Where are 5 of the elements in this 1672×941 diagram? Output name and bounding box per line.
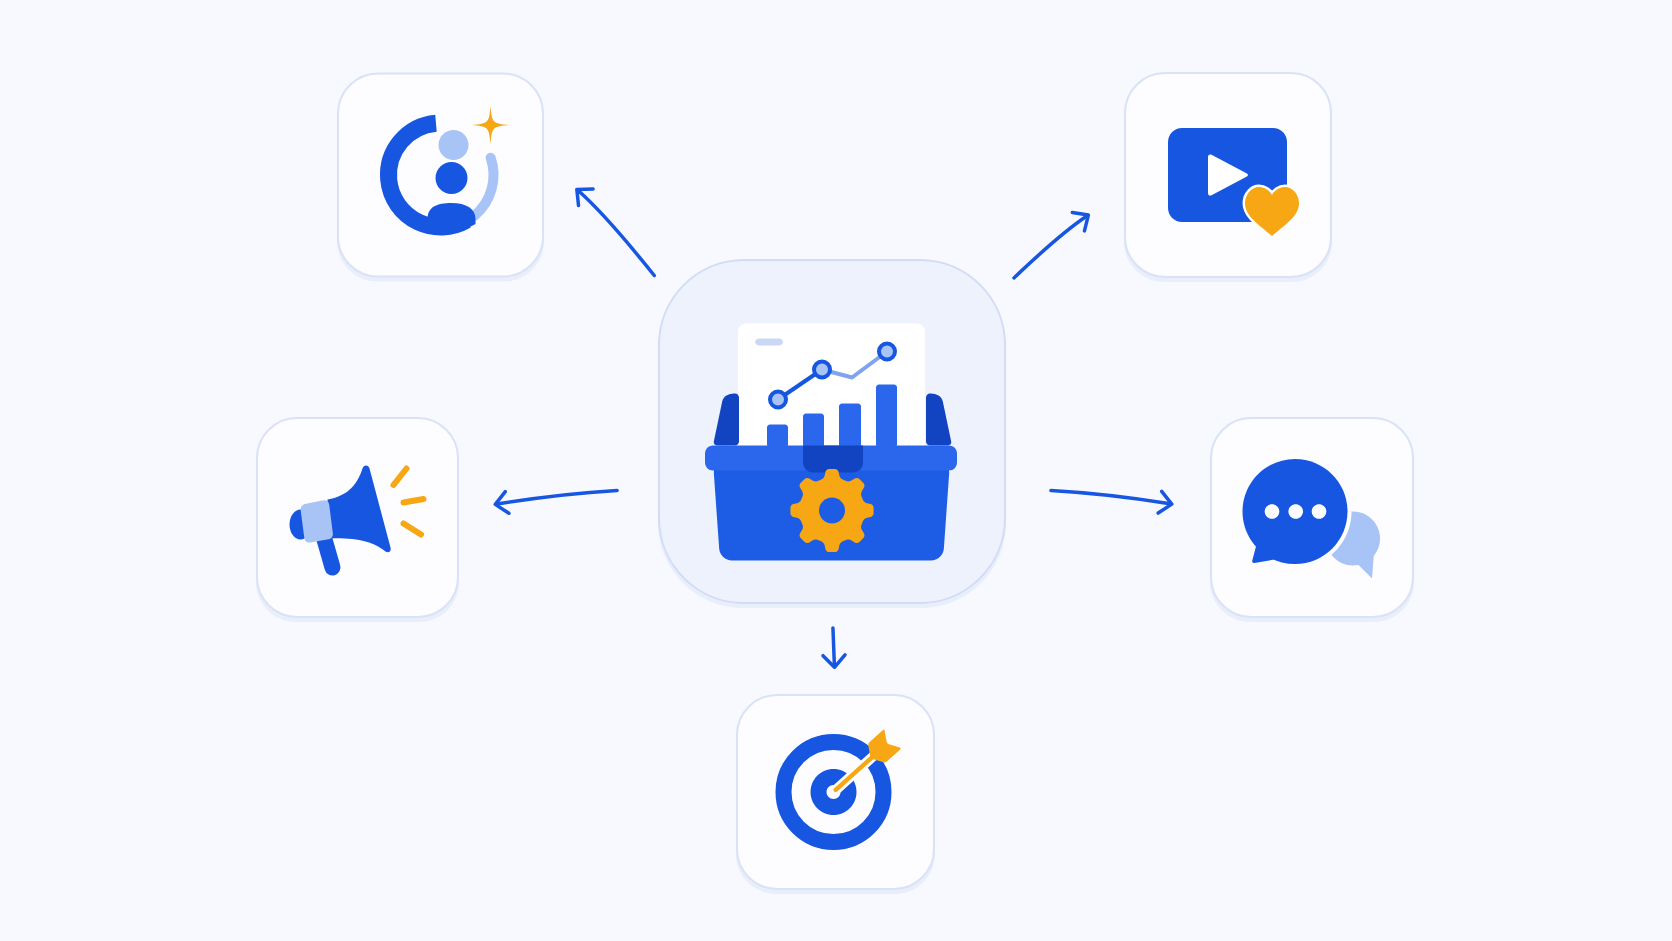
arrow <box>493 488 619 515</box>
arrow <box>1012 210 1091 280</box>
arrow <box>575 187 656 278</box>
arrow <box>821 626 847 669</box>
arrow <box>1049 488 1174 515</box>
